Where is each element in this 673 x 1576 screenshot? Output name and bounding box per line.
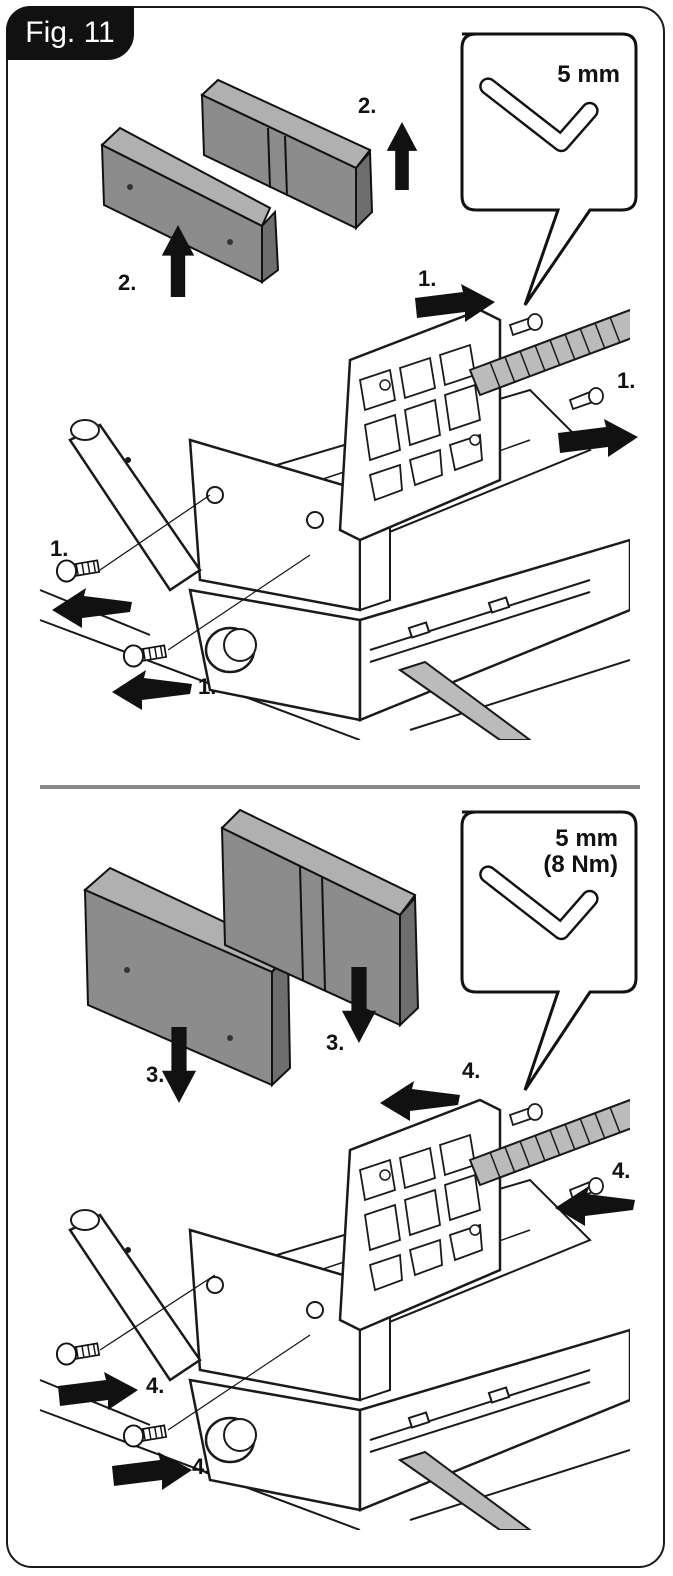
- screw-icon: [122, 644, 168, 668]
- arrow-right-icon: [558, 419, 638, 457]
- arrow-up-icon: [386, 122, 418, 190]
- tool-size-bottom: 5 mm: [555, 825, 618, 852]
- screw-icon: [55, 1342, 101, 1366]
- jaw-pad-rear-removed: [200, 78, 374, 231]
- jaw-pad-front-removed: [100, 126, 280, 284]
- step-label: 3.: [146, 1062, 165, 1087]
- figure-label: Fig. 11: [6, 6, 134, 60]
- vise-assembly-top: [38, 308, 630, 740]
- step-label: 2.: [118, 270, 137, 295]
- step-label: 1.: [198, 674, 217, 699]
- screw-icon: [122, 1424, 168, 1448]
- step-label: 1.: [50, 536, 69, 561]
- step-label: 2.: [358, 93, 377, 118]
- step-label: 4.: [146, 1373, 165, 1398]
- step-label: 3.: [326, 1030, 345, 1055]
- screw-icon: [55, 559, 101, 583]
- step-label: 4.: [192, 1454, 211, 1479]
- arrow-right-icon: [112, 1452, 192, 1490]
- step-label: 1.: [617, 368, 636, 393]
- step-label: 1.: [418, 266, 437, 291]
- arrow-left-icon: [112, 670, 192, 710]
- tool-size-top: 5 mm: [557, 61, 620, 88]
- section-divider: [40, 785, 640, 789]
- step-label: 4.: [462, 1058, 481, 1083]
- torque-value: (8 Nm): [543, 851, 618, 878]
- step-label: 4.: [612, 1158, 631, 1183]
- figure-frame: [6, 6, 665, 1568]
